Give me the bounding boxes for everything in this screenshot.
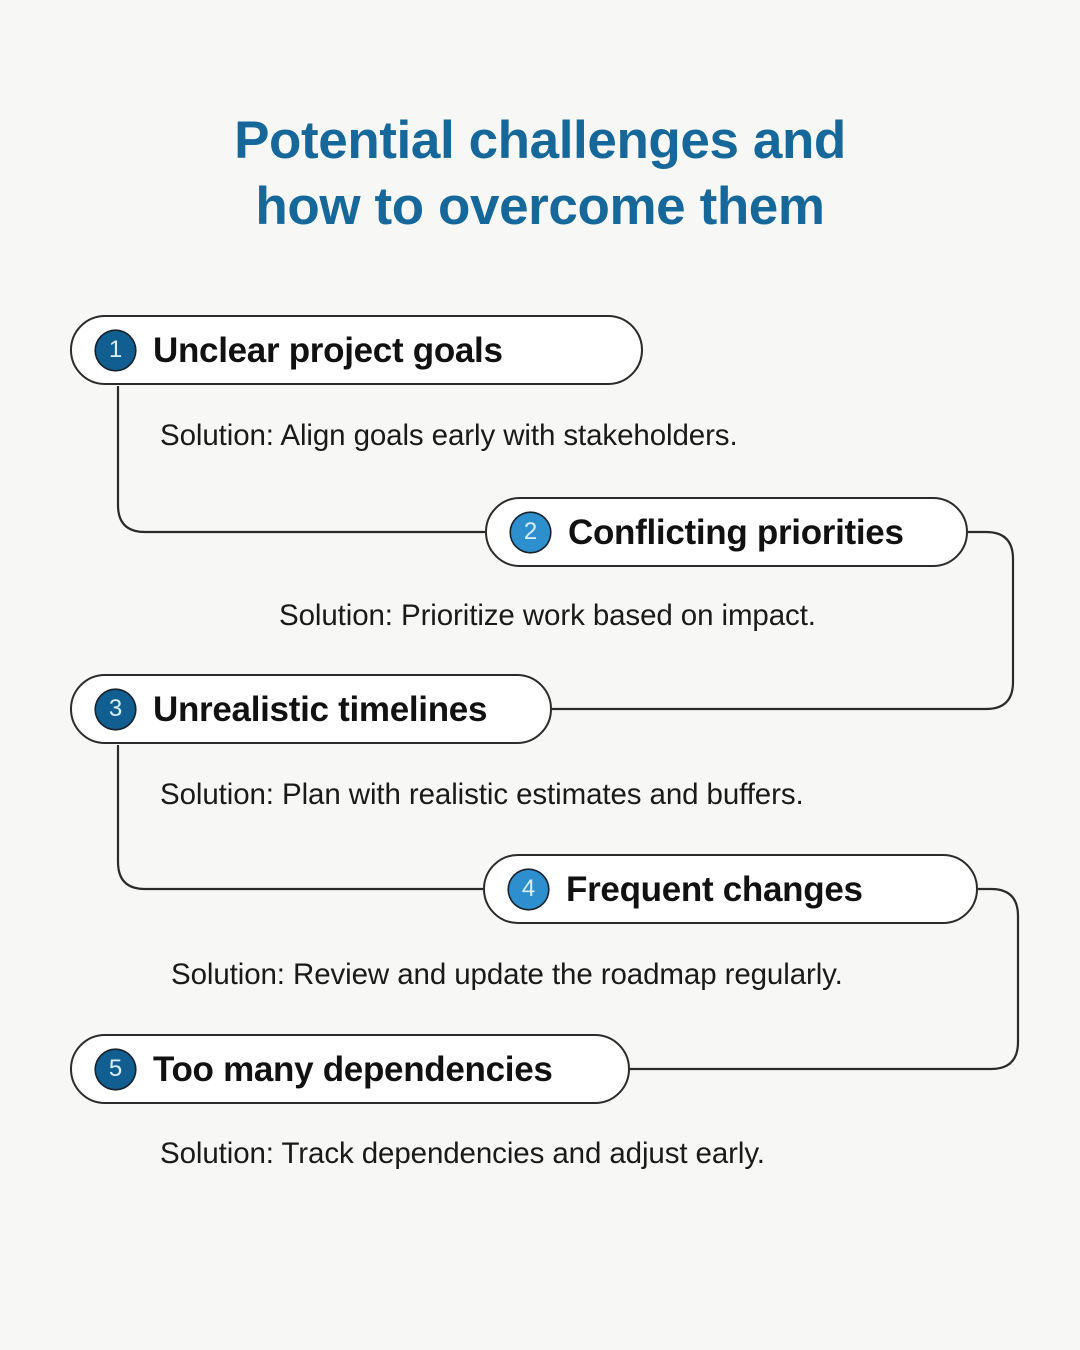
- badge-number-3: 3: [96, 689, 135, 729]
- connector-3-to-4: [116, 745, 483, 891]
- solution-text-3: Solution: Plan with realistic estimates …: [160, 778, 804, 811]
- badge-number-5: 5: [96, 1049, 135, 1089]
- badge-number-4: 4: [509, 869, 548, 909]
- challenge-pill-4[interactable]: 4 Frequent changes: [483, 854, 978, 924]
- challenge-pill-5[interactable]: 5 Too many dependencies: [70, 1034, 630, 1104]
- challenge-pill-2[interactable]: 2 Conflicting priorities: [485, 497, 968, 567]
- challenge-label-2: Conflicting priorities: [568, 512, 904, 552]
- solution-text-5: Solution: Track dependencies and adjust …: [160, 1137, 765, 1170]
- challenge-label-3: Unrealistic timelines: [153, 689, 488, 729]
- connector-1-to-2: [116, 386, 485, 534]
- solution-text-1: Solution: Align goals early with stakeho…: [160, 419, 738, 452]
- challenge-pill-3[interactable]: 3 Unrealistic timelines: [70, 674, 552, 744]
- challenge-label-4: Frequent changes: [566, 869, 863, 909]
- badge-number-1: 1: [96, 330, 135, 370]
- solution-text-4: Solution: Review and update the roadmap …: [171, 958, 843, 991]
- challenge-pill-1[interactable]: 1 Unclear project goals: [70, 315, 643, 385]
- badge-number-2: 2: [511, 512, 550, 552]
- page-title: Potential challenges and how to overcome…: [234, 111, 846, 236]
- challenge-label-1: Unclear project goals: [153, 330, 503, 370]
- solution-text-2: Solution: Prioritize work based on impac…: [279, 599, 816, 632]
- challenge-label-5: Too many dependencies: [153, 1049, 553, 1089]
